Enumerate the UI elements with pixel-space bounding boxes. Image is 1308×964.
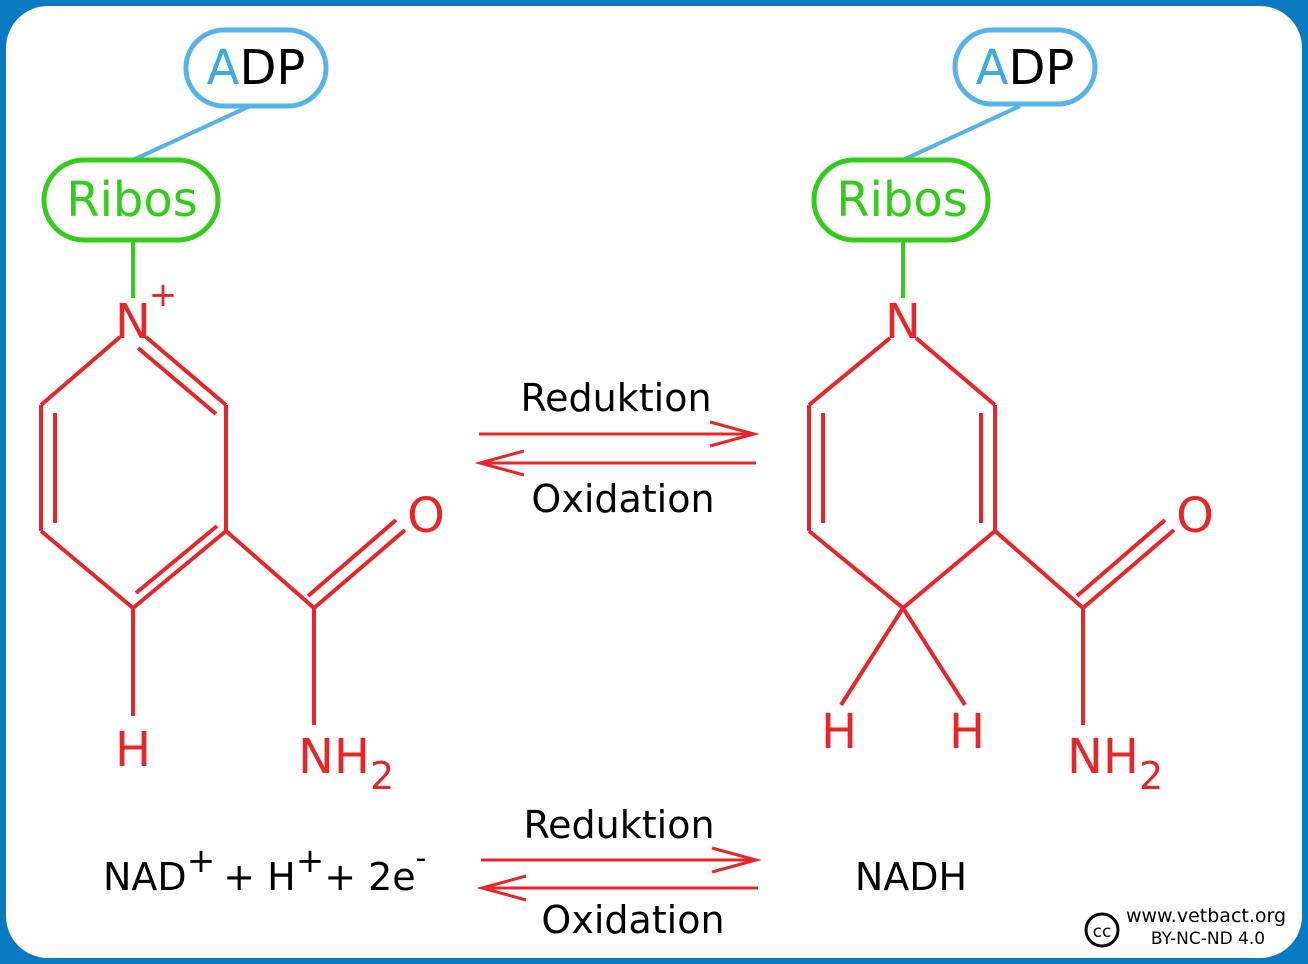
nadh-structure: ADP Ribos N O H H NH2 [807, 27, 1214, 798]
oxidation-arrowhead [474, 449, 525, 477]
ring-bond [39, 335, 122, 407]
dihydropyridine-ring [807, 336, 1176, 725]
h-text: + H [223, 855, 296, 899]
reduction-arrowhead [711, 846, 762, 874]
amine-subscript: 2 [1139, 754, 1163, 798]
electron-charge: - [416, 841, 427, 876]
c-h-bond [839, 606, 905, 707]
ring-bond [807, 529, 905, 610]
adp-box [952, 27, 1098, 107]
hydrogen-label-2: H [949, 704, 985, 760]
oxidation-arrowhead [476, 874, 527, 902]
reduction-label: Reduktion [523, 803, 714, 847]
adp-letter-a: A [207, 40, 240, 96]
adp-letters-dp: DP [1008, 40, 1074, 96]
ribose-label: Ribos [836, 172, 968, 228]
nad-plus-structure: ADP Ribos N + O H NH2 [39, 27, 445, 798]
ring-bond [144, 335, 228, 407]
redox-arrows-top: Reduktion Oxidation [474, 376, 760, 521]
license-site: www.vetbact.org [1126, 905, 1286, 927]
license-badge: cc www.vetbact.org BY-NC-ND 4.0 [1084, 905, 1286, 949]
carbonyl-bond [1081, 528, 1176, 610]
nad-charge: + [187, 841, 216, 881]
adp-ribose-link [902, 104, 1021, 162]
nitrogen-charge: + [149, 275, 178, 315]
nad-text: NAD [103, 855, 187, 899]
hydrogen-label: H [115, 722, 151, 778]
reduction-label: Reduktion [520, 376, 711, 420]
h-charge: + [296, 841, 325, 881]
c-h-bond [901, 606, 967, 707]
ring-bond [39, 529, 135, 610]
adp-letter-a: A [976, 40, 1009, 96]
carboxamide-bond [224, 529, 316, 610]
reduction-arrowhead [709, 420, 760, 448]
cc-icon [1084, 912, 1120, 948]
ribose-label: Ribos [66, 172, 198, 228]
ring-bond-inner [136, 346, 218, 416]
ring-bond [914, 336, 997, 407]
electron-text: + 2e [324, 855, 415, 899]
ring-bond-inner [134, 524, 219, 595]
carbonyl-bond-inner [306, 518, 398, 598]
hydrogen-label-1: H [821, 704, 857, 760]
amine-nh: NH [1067, 729, 1139, 785]
amine-label: NH2 [298, 729, 394, 798]
oxygen-label: O [407, 488, 445, 544]
ring-bond [807, 336, 892, 407]
diagram-panel [6, 6, 1302, 958]
license-terms: BY-NC-ND 4.0 [1151, 929, 1265, 949]
equation-reactants: NAD++ H++ 2e- [103, 841, 427, 899]
carbonyl-bond [312, 528, 407, 610]
oxidation-label: Oxidation [531, 477, 714, 521]
oxygen-label: O [1176, 488, 1214, 544]
oxidation-label: Oxidation [541, 898, 724, 942]
adp-box [183, 27, 329, 109]
ring-bond [901, 529, 997, 610]
ring-bond [131, 529, 228, 610]
adp-label: ADP [976, 40, 1075, 96]
equation-product: NADH [855, 855, 967, 899]
nitrogen-label: N [885, 294, 921, 350]
adp-label: ADP [207, 40, 306, 96]
nitrogen-label: N [115, 294, 151, 350]
carbonyl-bond-inner [1075, 518, 1167, 598]
carboxamide-bond [993, 529, 1085, 610]
amine-subscript: 2 [370, 754, 394, 798]
redox-equation: NAD++ H++ 2e- Reduktion Oxidation NADH [103, 803, 967, 942]
pyridinium-ring [39, 335, 407, 725]
amine-label: NH2 [1067, 729, 1163, 798]
adp-ribose-link [132, 104, 251, 162]
adp-letters-dp: DP [239, 40, 305, 96]
amine-nh: NH [298, 729, 370, 785]
cc-icon-text: cc [1093, 922, 1112, 942]
